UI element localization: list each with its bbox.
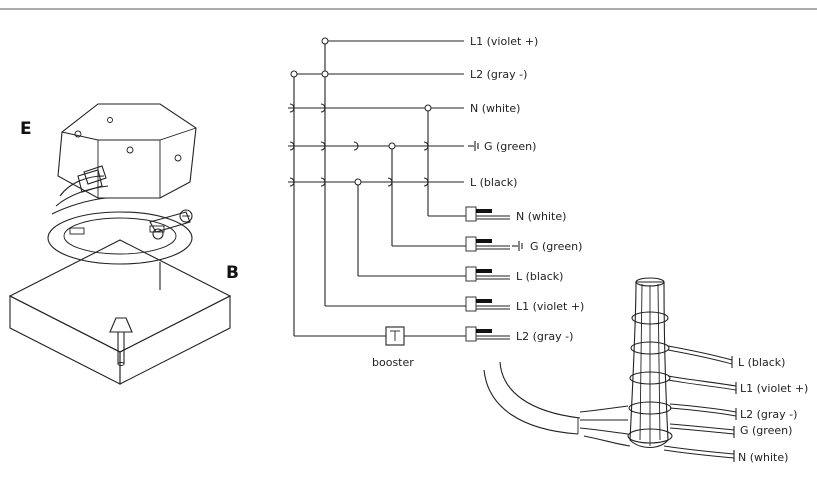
label-b: B xyxy=(226,263,239,283)
connector-l1 xyxy=(465,296,510,312)
schematic-wires xyxy=(288,37,466,337)
fixture-connectors xyxy=(465,206,523,342)
bundle-label-g: G (green) xyxy=(740,424,792,437)
fixture-label-l: L (black) xyxy=(516,270,563,283)
connector-n xyxy=(465,206,510,222)
bundle-label-l: L (black) xyxy=(738,356,785,369)
junction-dot xyxy=(388,142,396,150)
connector-l2 xyxy=(465,326,510,342)
fixture-label-n: N (white) xyxy=(516,210,566,223)
bundle-label-n: N (white) xyxy=(738,451,788,464)
junction-dot xyxy=(354,178,362,186)
booster-box-icon xyxy=(385,326,405,346)
ground-symbol-icon xyxy=(468,141,479,151)
junction-dot xyxy=(290,70,298,78)
junction-dot xyxy=(424,104,432,112)
connector-g xyxy=(465,236,523,252)
booster-label: booster xyxy=(372,356,414,369)
fixture-label-l1: L1 (violet +) xyxy=(516,300,584,313)
fixture-label-l2: L2 (gray -) xyxy=(516,330,573,343)
ceiling-box-illustration xyxy=(8,103,232,385)
fixture-label-g: G (green) xyxy=(530,240,582,253)
junction-dot xyxy=(321,37,329,45)
bundle-label-l1: L1 (violet +) xyxy=(740,382,808,395)
junction-dot xyxy=(321,70,329,78)
bus-label-n: N (white) xyxy=(470,102,520,115)
bundle-label-l2: L2 (gray -) xyxy=(740,408,797,421)
bus-label-g: G (green) xyxy=(484,140,536,153)
bus-label-l1: L1 (violet +) xyxy=(470,35,538,48)
wire-nut-bundle-illustration xyxy=(483,277,737,462)
bus-label-l: L (black) xyxy=(470,176,517,189)
label-e: E xyxy=(20,119,32,139)
bus-label-l2: L2 (gray -) xyxy=(470,68,527,81)
connector-l xyxy=(465,266,510,282)
